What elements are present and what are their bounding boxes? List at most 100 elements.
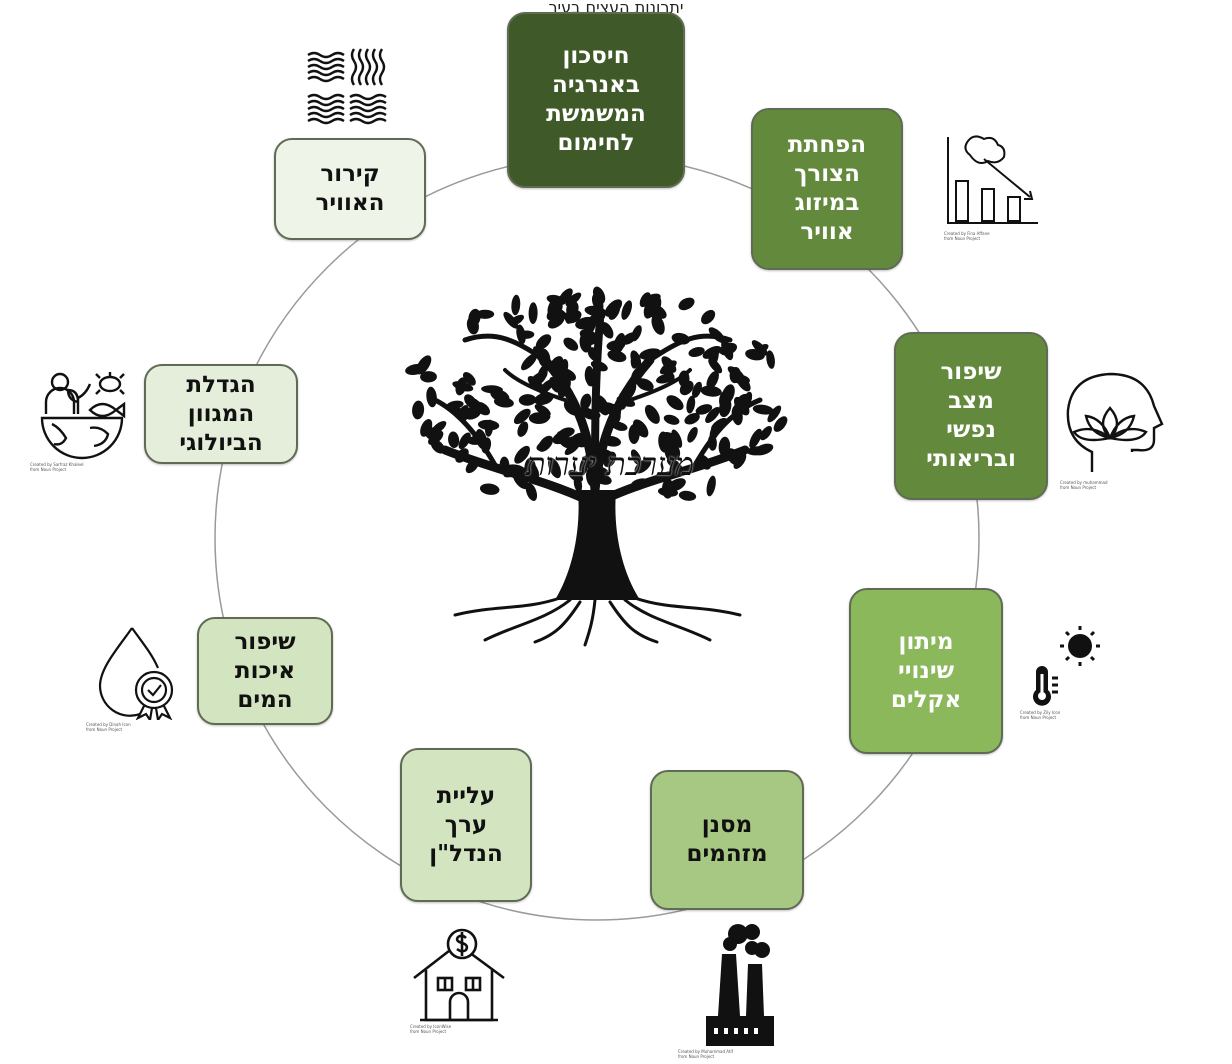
node-pollution-filter: מסנן מזהמים [650, 770, 804, 910]
tree-leaf [579, 332, 592, 353]
tree-leaf [663, 367, 675, 384]
node-air-cooling: קירור האוויר [274, 138, 426, 240]
tree-leaf [678, 490, 697, 501]
tree-leaf [633, 419, 649, 438]
biodiversity-globe-icon [40, 372, 126, 460]
tree-leaf [735, 374, 751, 392]
tree-leaf [468, 308, 481, 327]
tree-leaf [613, 332, 626, 354]
node-reduce-ac: הפחתת הצורך במיזוג אוויר [751, 108, 903, 270]
lotus-head-icon [1066, 372, 1164, 472]
water-drop-badge-icon [98, 627, 174, 720]
tree-leaf [749, 428, 762, 449]
tree-leaf [706, 475, 716, 497]
tree-leaf [484, 419, 494, 437]
tree-leaf [452, 381, 474, 392]
tree-leaf [518, 394, 537, 406]
node-climate: מיתון שינויי אקלים [849, 588, 1003, 754]
tree-leaf [511, 294, 521, 316]
tree-leaf [462, 372, 476, 386]
tree-leaf [431, 420, 447, 435]
tree-leaf [420, 371, 437, 383]
tree-leaf [416, 355, 432, 375]
tree-leaf [719, 397, 732, 418]
tree-leaf [733, 396, 750, 416]
tree-illustration [405, 286, 788, 647]
tree-leaf [592, 286, 606, 305]
tree-leaf [611, 421, 628, 431]
tree-leaf [644, 404, 660, 424]
tree-leaf [558, 288, 573, 305]
tree-leaf [503, 311, 519, 329]
node-real-estate: עליית ערך הנדל"ן [400, 748, 532, 902]
tree-leaf [630, 449, 642, 466]
center-label: מערכת יערות [525, 445, 695, 483]
tree-leaf [607, 350, 627, 363]
tree-leaf [661, 356, 677, 373]
tree-leaf [530, 412, 551, 424]
tree-leaf [458, 432, 471, 450]
tree-leaf [535, 334, 552, 350]
wind-waves-icon [307, 48, 387, 125]
tree-leaf [695, 404, 713, 415]
house-dollar-icon [413, 928, 505, 1022]
tree-leaf [584, 305, 607, 317]
tree-leaf [766, 350, 775, 369]
tree-leaf [563, 337, 579, 351]
tree-leaf [475, 401, 490, 416]
tree-leaf [566, 300, 579, 317]
tree-leaf [423, 423, 435, 440]
tree-leaf [513, 408, 531, 425]
credit-mental: Created by muhammad from Noun Project [1060, 480, 1108, 490]
tree-leaf [686, 395, 696, 414]
tree-leaf [700, 385, 722, 397]
tree-leaf [573, 475, 583, 493]
tree-leaf [530, 371, 548, 385]
tree-leaf [671, 429, 683, 448]
tree-leaf [548, 457, 561, 479]
tree-leaf [564, 440, 581, 456]
tree-leaf [525, 482, 538, 501]
tree-leaf [412, 400, 425, 420]
tree-leaf [536, 439, 552, 451]
tree-leaf [628, 424, 640, 444]
tree-leaf [608, 302, 621, 320]
tree-leaf [621, 300, 633, 320]
tree-leaf [448, 431, 460, 449]
tree-leaf [752, 404, 774, 415]
falling-emissions-chart-icon [947, 135, 1038, 224]
tree-leaf [490, 389, 510, 403]
tree-leaf [688, 346, 705, 358]
tree-leaf [580, 393, 592, 410]
tree-leaf [684, 412, 700, 425]
sun-thermometer-icon [1033, 626, 1100, 706]
tree-leaf [666, 395, 684, 411]
tree-leaf [517, 421, 529, 437]
tree-leaf [705, 407, 721, 423]
credit-water: Created by Dinah Icon from Noun Project [86, 722, 131, 732]
factory-smoke-icon [706, 924, 774, 1046]
tree-leaf [718, 436, 731, 457]
credit-pollution: Created by Muhammad Atif from Noun Proje… [678, 1049, 734, 1059]
tree-leaf [754, 443, 774, 456]
tree-leaf [678, 297, 695, 311]
tree-leaf [701, 309, 716, 325]
tree-leaf [558, 427, 575, 438]
tree-leaf [479, 483, 500, 495]
node-energy-saving: חיסכון באנרגיה המשמשת לחימום [507, 12, 685, 188]
tree-leaf [668, 442, 681, 460]
tree-leaf [687, 427, 698, 443]
tree-leaf [514, 445, 530, 464]
tree-leaf [549, 305, 569, 320]
tree-leaf [426, 386, 437, 408]
tree-leaf [706, 370, 719, 390]
tree-leaf [663, 414, 680, 425]
tree-leaf [767, 405, 782, 423]
tree-leaf [579, 455, 590, 476]
tree-leaf [521, 353, 538, 371]
credit-ac: Created by Fina Affane from Noun Project [944, 231, 990, 241]
tree-leaf [661, 478, 674, 499]
tree-leaf [630, 350, 642, 369]
credit-climate: Created by Zily Icon from Noun Project [1020, 710, 1061, 720]
tree-leaf [621, 332, 637, 345]
